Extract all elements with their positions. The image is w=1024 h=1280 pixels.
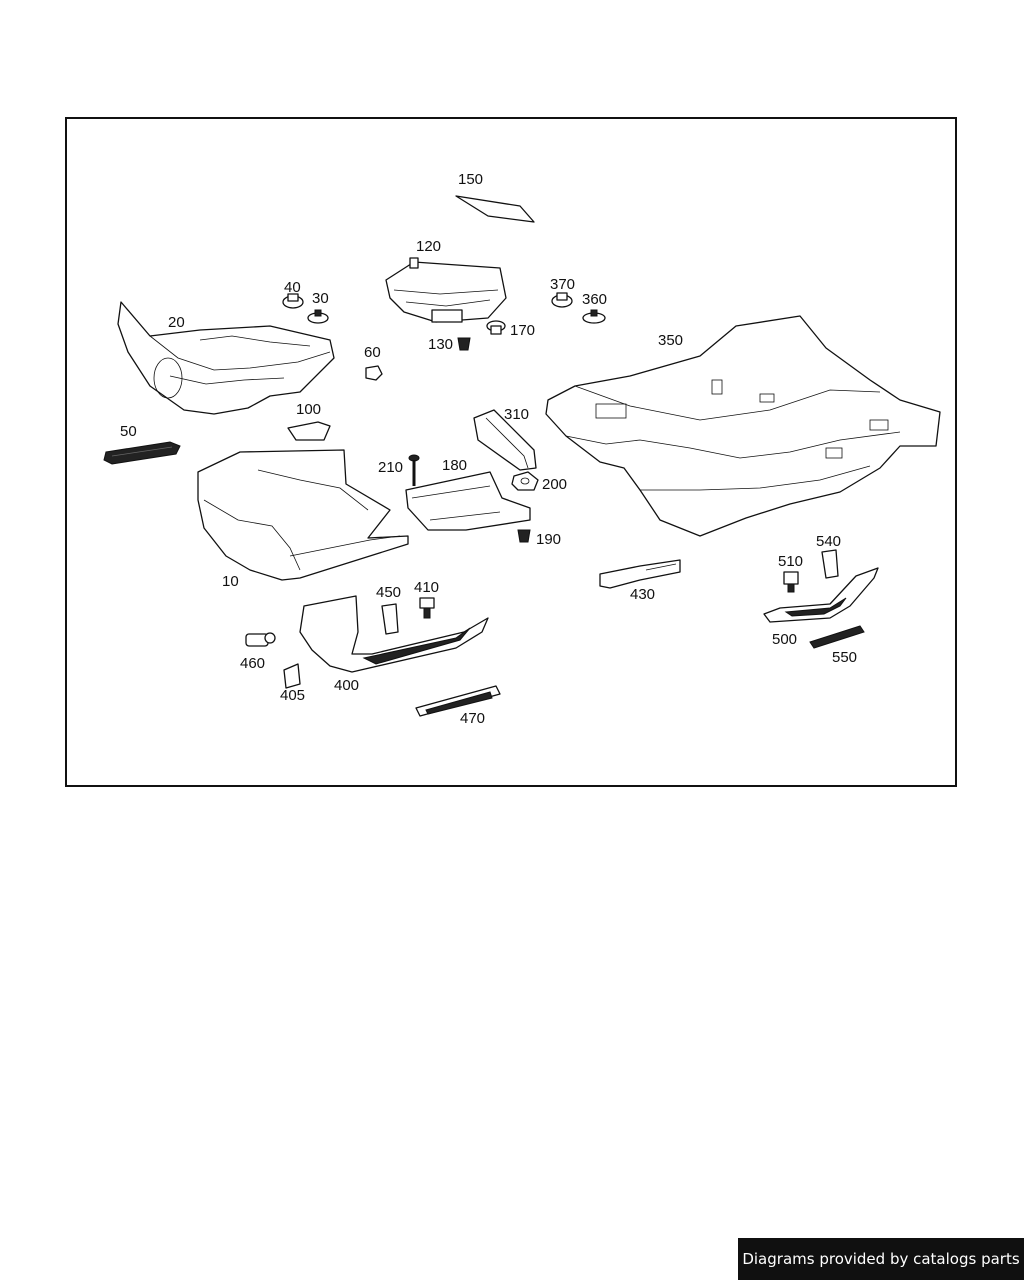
part-30-grommet[interactable] [307,309,329,324]
part-200-nut[interactable] [511,471,539,491]
part-40-clip[interactable] [282,293,304,309]
callout-30: 30 [312,290,329,307]
callout-550: 550 [832,649,857,666]
callout-310: 310 [504,406,529,423]
callout-labels: 150 120 40 30 370 360 20 130 170 350 60 … [120,171,857,727]
callout-470: 470 [460,710,485,727]
part-350-floor-carpet[interactable] [545,315,941,537]
callout-180: 180 [442,457,467,474]
callout-200: 200 [542,476,567,493]
part-370-clip[interactable] [551,292,573,308]
part-100-bracket[interactable] [287,421,331,441]
callout-430: 430 [630,586,655,603]
part-60-nut[interactable] [365,365,383,381]
part-550-trim-strip[interactable] [809,625,865,649]
part-150-mat[interactable] [455,195,535,223]
callout-120: 120 [416,238,441,255]
part-510-clip[interactable] [783,571,799,593]
part-210-bolt[interactable] [408,454,420,486]
callout-40: 40 [284,279,301,296]
callout-350: 350 [658,332,683,349]
callout-150: 150 [458,171,483,188]
part-470-kick-plate[interactable] [415,685,501,717]
credit-banner: Diagrams provided by catalogs parts [738,1238,1024,1280]
callout-60: 60 [364,344,381,361]
callout-400: 400 [334,677,359,694]
callout-360: 360 [582,291,607,308]
part-450-bracket[interactable] [381,603,399,635]
callout-460: 460 [240,655,265,672]
callout-10: 10 [222,573,239,590]
callout-100: 100 [296,401,321,418]
callout-170: 170 [510,322,535,339]
part-170-grommet[interactable] [486,320,506,335]
part-120-housing[interactable] [385,257,507,323]
part-310-channel[interactable] [473,409,537,471]
callout-500: 500 [772,631,797,648]
part-10-front-carpet[interactable] [197,449,409,581]
callout-50: 50 [120,423,137,440]
callout-20: 20 [168,314,185,331]
callout-410: 410 [414,579,439,596]
part-400-front-sill[interactable] [299,595,489,673]
callout-190: 190 [536,531,561,548]
callout-405: 405 [280,687,305,704]
callout-210: 210 [378,459,403,476]
part-50-mat-pad[interactable] [103,441,181,465]
part-180-tray[interactable] [405,471,531,531]
part-360-grommet[interactable] [582,309,606,324]
part-130-clip[interactable] [457,337,471,351]
callout-540: 540 [816,533,841,550]
credit-text: Diagrams provided by catalogs parts [742,1250,1020,1268]
part-430-sill-trim[interactable] [599,559,681,589]
part-410-clip[interactable] [419,597,435,619]
part-405-clip[interactable] [283,663,301,689]
callout-510: 510 [778,553,803,570]
part-190-clip[interactable] [517,529,531,543]
callout-450: 450 [376,584,401,601]
part-20-front-insulation[interactable] [117,301,335,415]
callout-370: 370 [550,276,575,293]
part-460-connector[interactable] [245,632,276,647]
part-540-bracket[interactable] [821,549,839,579]
part-500-rear-sill[interactable] [763,567,879,623]
callout-130: 130 [428,336,453,353]
